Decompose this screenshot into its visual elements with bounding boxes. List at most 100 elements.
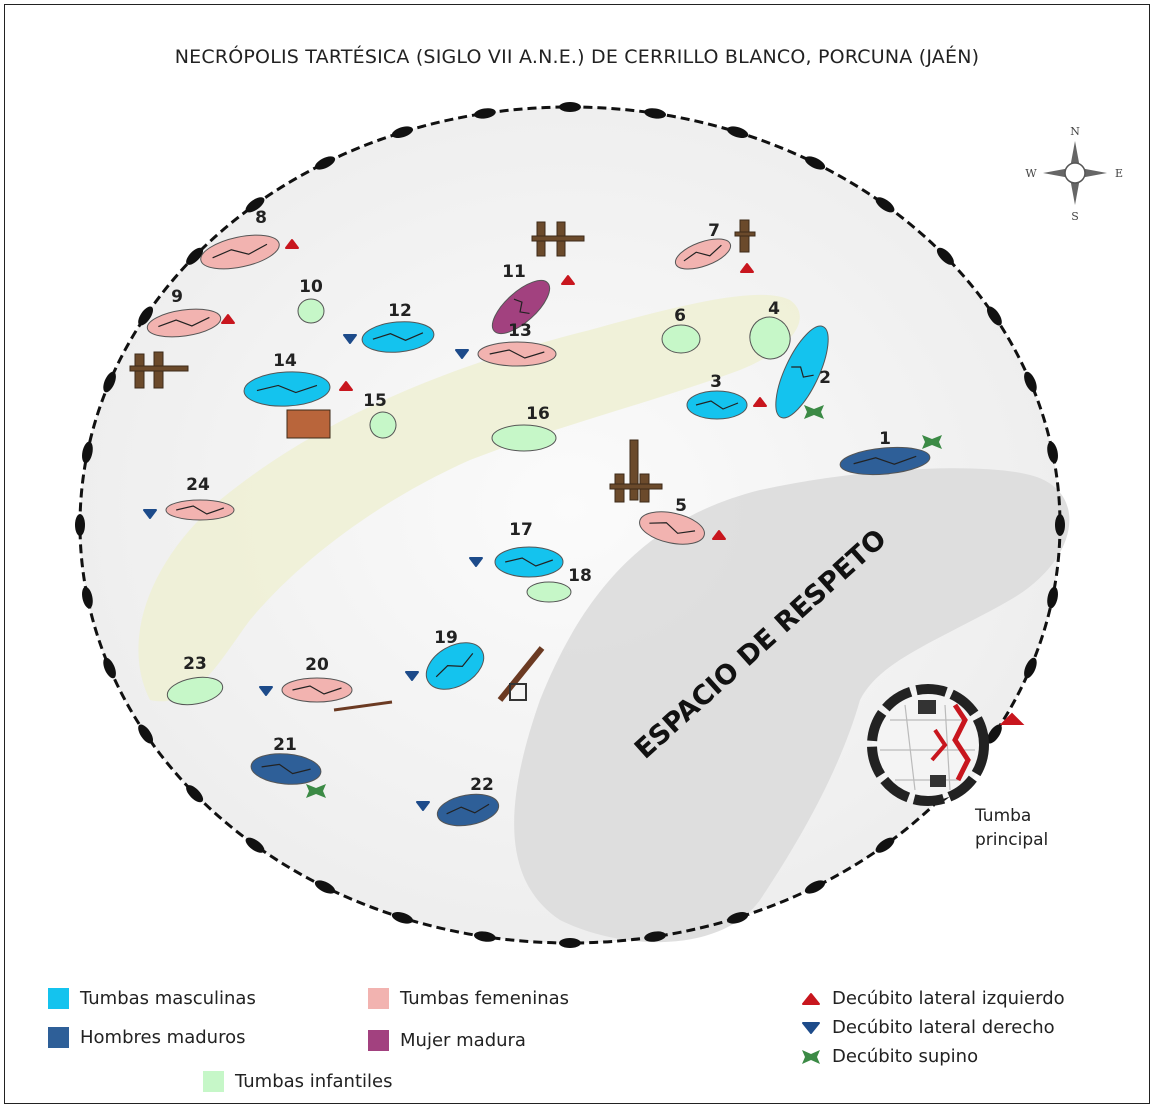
tomb-20: 20 [259,655,353,703]
boundary-post [726,126,749,138]
tomb-shape [491,424,557,452]
tomb-label: 21 [273,735,297,755]
boundary-post [559,938,581,948]
tomb-3: 3 [686,372,767,420]
compass-rose-icon: N S E W [1025,125,1123,223]
tomb-label: 5 [675,496,687,516]
legend-female: Tumbas femeninas [368,988,569,1009]
right-lateral-marker-icon [455,349,469,359]
tomb-label: 4 [768,299,780,319]
tomb-label: 16 [526,404,550,424]
skeleton-sketch [212,243,268,259]
compass-e: E [1115,167,1123,180]
boundary-post [875,837,895,853]
boundary-post [103,371,116,393]
skeleton-sketch [446,803,490,815]
tomb-label: 15 [363,391,387,411]
legend-right-lateral: Decúbito lateral derecho [800,1017,1055,1038]
boundary-post [804,880,826,894]
boundary-post [1047,441,1058,464]
boundary-post [936,247,954,265]
respect-area [514,468,1070,943]
boundary-post [1055,514,1065,536]
skeleton-sketch [683,244,722,262]
boundary-post [644,931,667,942]
boundary-post [644,108,667,119]
right-lateral-marker-icon [259,686,273,696]
tomb-23: 23 [166,654,224,706]
legend-mature-men: Hombres maduros [48,1027,245,1048]
skeleton-sketch [176,505,224,515]
right-lateral-marker-icon [802,1021,820,1034]
tomb-2: 2 [775,325,831,419]
skeleton-sketch [513,298,530,315]
boundary-post [391,912,414,924]
boundary-post [473,108,496,119]
legend-left-lateral-label: Decúbito lateral izquierdo [832,988,1065,1009]
tomb-shape [661,324,701,354]
tomb-7: 7 [674,221,754,273]
boundary-post [986,306,1002,326]
grave-goods [129,219,756,712]
right-lateral-marker-icon [416,801,430,811]
skeleton-sketch [292,685,342,695]
boundary-post [314,880,336,894]
right-lateral-marker-icon [469,557,483,567]
tomb-shape [297,298,325,324]
left-lateral-marker-icon [753,397,767,407]
skeleton-sketch [256,384,318,394]
left-lateral-marker-icon [285,239,299,249]
tomb-label: 3 [710,372,722,392]
boundary-post [1024,657,1037,679]
boundary-post [245,197,265,213]
legend-female-label: Tumbas femeninas [400,988,570,1009]
legend-mature-woman-label: Mujer madura [400,1030,526,1051]
skeleton-sketch [649,522,696,534]
boundary-post [138,306,154,326]
tomb-label: 23 [183,654,207,674]
tomb-13: 13 [455,321,557,367]
right-lateral-marker-icon [343,334,357,344]
boundary-post [186,247,204,265]
skeleton-sketch [489,349,545,359]
supine-marker-icon [306,784,326,798]
right-lateral-marker-icon [143,509,157,519]
main-tomb-left-marker-icon [999,712,1025,725]
boundary-post [1024,371,1037,393]
boundary-post [75,514,85,536]
tomb-6: 6 [661,306,701,354]
boundary-post [314,156,336,170]
compass-n: N [1070,125,1080,138]
boundary-post [473,931,496,942]
tomb-17: 17 [469,520,564,578]
legend-male-label: Tumbas masculinas [80,988,256,1009]
compass-s: S [1071,210,1079,223]
main-tomb-label-line1: Tumba [974,806,1031,826]
tomb-label: 12 [388,301,412,321]
boundary-post [726,912,749,924]
diagram-title: NECRÓPOLIS TARTÉSICA (SIGLO VII A.N.E.) … [174,46,980,68]
boundary-post [391,126,414,138]
boundary-post [103,657,116,679]
tomb-22: 22 [416,775,500,827]
boundary-post [559,102,581,112]
boundary-posts [75,102,1065,948]
legend-male-swatch [48,988,69,1009]
tomb-label: 17 [509,520,533,540]
legend-mature-woman-swatch [368,1030,389,1051]
main-tomb-label-line2: principal [975,830,1048,850]
tomb-19: 19 [405,628,485,690]
boundary-post [138,724,154,744]
skeleton-sketch [695,400,739,410]
compass-w: W [1025,167,1037,180]
tomb-15: 15 [363,391,397,439]
boundary-post [82,441,93,464]
left-lateral-marker-icon [561,275,575,285]
legend-mature-woman: Mujer madura [368,1030,526,1051]
tomb-label: 18 [568,566,592,586]
skeleton-sketch [435,653,474,678]
left-lateral-marker-icon [802,992,820,1005]
diagram-frame [4,4,1150,1104]
tomb-21: 21 [250,735,326,798]
left-lateral-marker-icon [740,263,754,273]
